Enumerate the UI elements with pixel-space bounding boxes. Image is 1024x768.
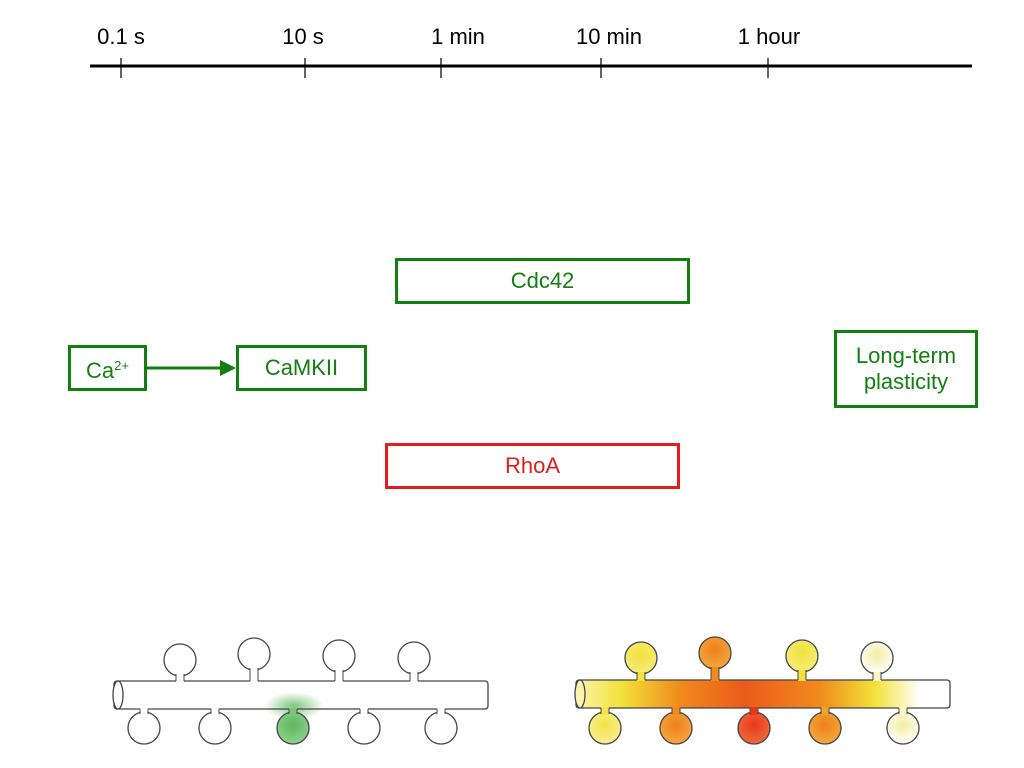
spine (659, 707, 693, 745)
spine (198, 708, 232, 745)
rhoa-label: RhoA (504, 453, 561, 478)
tick-label-0-1s: 0.1 s (97, 24, 145, 49)
spine (886, 707, 920, 745)
spine (347, 708, 381, 745)
camkii-box: CaMKII (236, 345, 367, 391)
camkii-label: CaMKII (264, 355, 339, 380)
spine (276, 708, 310, 745)
spine (698, 636, 732, 681)
spine (860, 641, 894, 681)
spine (237, 637, 271, 682)
cdc42-label: Cdc42 (510, 268, 575, 293)
spine (322, 639, 356, 682)
green-glow (264, 692, 324, 720)
ca-box: Ca2+ (68, 345, 147, 391)
spine (163, 643, 197, 682)
rhoa-box: RhoA (385, 443, 680, 489)
spine (424, 708, 458, 745)
dendrite-right (574, 636, 951, 745)
tick-label-10min: 10 min (575, 24, 643, 49)
spine (588, 707, 622, 745)
dendrite-left (112, 637, 489, 745)
ca-label: Ca2+ (86, 357, 129, 383)
spine (737, 707, 771, 745)
cdc42-box: Cdc42 (395, 258, 690, 304)
spine (808, 707, 842, 745)
spine (397, 641, 431, 682)
tick-label-1min: 1 min (431, 24, 485, 49)
tick-label-10s: 10 s (282, 24, 324, 49)
spine (785, 639, 819, 681)
tick-label-1hour: 1 hour (737, 24, 801, 49)
arrow-head (220, 360, 236, 376)
ca-charge: 2+ (114, 357, 129, 373)
spine (624, 641, 658, 681)
spine (127, 708, 161, 745)
